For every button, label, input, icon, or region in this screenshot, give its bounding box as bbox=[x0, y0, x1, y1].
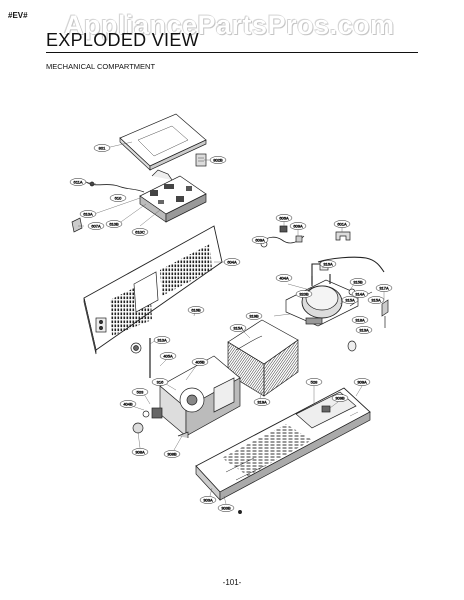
label-p4: 610 bbox=[109, 194, 127, 202]
label-p21: 317A bbox=[375, 284, 393, 292]
label-p11: 604A bbox=[223, 258, 241, 266]
svg-text:610C: 610C bbox=[135, 229, 145, 234]
svg-text:609A: 609A bbox=[255, 237, 265, 242]
label-p36: 309A bbox=[353, 378, 371, 386]
svg-text:802B: 802B bbox=[213, 157, 223, 162]
svg-text:317A: 317A bbox=[379, 285, 389, 290]
label-p31: 503 bbox=[131, 388, 149, 396]
label-p34: 308B bbox=[163, 450, 181, 458]
svg-text:801: 801 bbox=[99, 145, 106, 150]
watermark-text: AppliancePartsPros.com bbox=[64, 10, 395, 40]
mount-bracket bbox=[335, 231, 351, 241]
svg-text:309A: 309A bbox=[357, 379, 367, 384]
label-p33: 308A bbox=[131, 448, 149, 456]
page-title: EXPLODED VIEW bbox=[46, 30, 199, 50]
label-p32: 404B bbox=[119, 400, 137, 408]
svg-text:319B: 319B bbox=[249, 313, 259, 318]
label-p27: 310A bbox=[153, 336, 171, 344]
label-p5: 610A bbox=[79, 210, 97, 218]
svg-text:320B: 320B bbox=[299, 291, 309, 296]
svg-text:604A: 604A bbox=[227, 259, 237, 264]
svg-text:316: 316 bbox=[157, 379, 164, 384]
svg-text:528: 528 bbox=[311, 379, 318, 384]
label-p13: 609A bbox=[251, 236, 269, 244]
label-p40: 303B bbox=[217, 504, 235, 512]
svg-text:308B: 308B bbox=[167, 451, 177, 456]
svg-text:609A: 609A bbox=[293, 223, 303, 228]
base-plate bbox=[195, 387, 371, 514]
svg-text:404A: 404A bbox=[279, 275, 289, 280]
svg-text:610: 610 bbox=[115, 195, 122, 200]
label-p30: 316 bbox=[151, 378, 169, 386]
control-box-cover bbox=[119, 113, 207, 171]
svg-text:319A: 319A bbox=[257, 399, 267, 404]
drier-valve bbox=[381, 299, 389, 328]
label-p9: 606A bbox=[275, 214, 293, 222]
label-p7: 610C bbox=[131, 228, 149, 236]
svg-text:610A: 610A bbox=[83, 211, 93, 216]
page-number: -101- bbox=[222, 578, 242, 587]
rear-panel bbox=[83, 225, 223, 355]
part-labels: 801 802B 611A 610 610A 610B 610C 607A 60… bbox=[69, 144, 393, 512]
label-p24: 318A bbox=[351, 316, 369, 324]
svg-text:610B: 610B bbox=[109, 221, 119, 226]
svg-text:601A: 601A bbox=[337, 221, 347, 226]
svg-text:405B: 405B bbox=[195, 359, 205, 364]
label-p35: 319A bbox=[253, 398, 271, 406]
label-p23: 313A bbox=[355, 326, 373, 334]
label-p26: 315A bbox=[229, 324, 247, 332]
svg-text:611A: 611A bbox=[73, 179, 82, 184]
condenser bbox=[227, 319, 299, 397]
svg-text:315A: 315A bbox=[345, 297, 355, 302]
svg-text:313A: 313A bbox=[359, 327, 369, 332]
label-p19: 314A bbox=[351, 290, 369, 298]
control-board bbox=[85, 169, 207, 223]
svg-text:315A: 315A bbox=[233, 325, 243, 330]
svg-text:315A: 315A bbox=[371, 297, 381, 302]
label-p28: 405A bbox=[159, 352, 177, 360]
svg-text:316A: 316A bbox=[323, 261, 333, 266]
label-p12: 601A bbox=[333, 220, 351, 228]
label-p1: 801 bbox=[93, 144, 111, 152]
label-p22: 315A bbox=[367, 296, 385, 304]
label-p14: 616B bbox=[187, 306, 205, 314]
label-p29: 405B bbox=[191, 358, 209, 366]
svg-text:606A: 606A bbox=[279, 215, 289, 220]
svg-text:607A: 607A bbox=[91, 223, 101, 228]
fan-motor-assembly bbox=[132, 338, 241, 438]
label-p25: 319B bbox=[245, 312, 263, 320]
svg-text:404B: 404B bbox=[123, 401, 133, 406]
header-tag: #EV# bbox=[8, 11, 28, 20]
label-p37: 528 bbox=[305, 378, 323, 386]
label-p38: 309B bbox=[331, 394, 349, 402]
bracket-part bbox=[71, 217, 83, 233]
svg-text:308A: 308A bbox=[135, 449, 145, 454]
label-p20: 315A bbox=[341, 296, 359, 304]
label-p15: 316A bbox=[319, 260, 337, 268]
svg-text:309B: 309B bbox=[335, 395, 345, 400]
svg-text:303A: 303A bbox=[203, 497, 213, 502]
section-subtitle: MECHANICAL COMPARTMENT bbox=[46, 62, 156, 71]
label-p18: 315B bbox=[349, 278, 367, 286]
label-p8: 607A bbox=[87, 222, 105, 230]
svg-text:310A: 310A bbox=[157, 337, 167, 342]
svg-text:303B: 303B bbox=[221, 505, 231, 510]
title-rule bbox=[46, 52, 418, 53]
svg-text:315B: 315B bbox=[353, 279, 363, 284]
svg-text:405A: 405A bbox=[163, 353, 173, 358]
svg-text:503: 503 bbox=[137, 389, 144, 394]
rubber-plug bbox=[347, 340, 357, 352]
label-p6: 610B bbox=[105, 220, 123, 228]
svg-text:616B: 616B bbox=[191, 307, 201, 312]
label-p39: 303A bbox=[199, 496, 217, 504]
label-p10: 609A bbox=[289, 222, 307, 230]
label-p16: 404A bbox=[275, 274, 293, 282]
label-p17: 320B bbox=[295, 290, 313, 298]
label-p2: 802B bbox=[209, 156, 227, 164]
svg-text:314A: 314A bbox=[355, 291, 365, 296]
svg-text:318A: 318A bbox=[355, 317, 365, 322]
label-p3: 611A bbox=[69, 178, 87, 186]
